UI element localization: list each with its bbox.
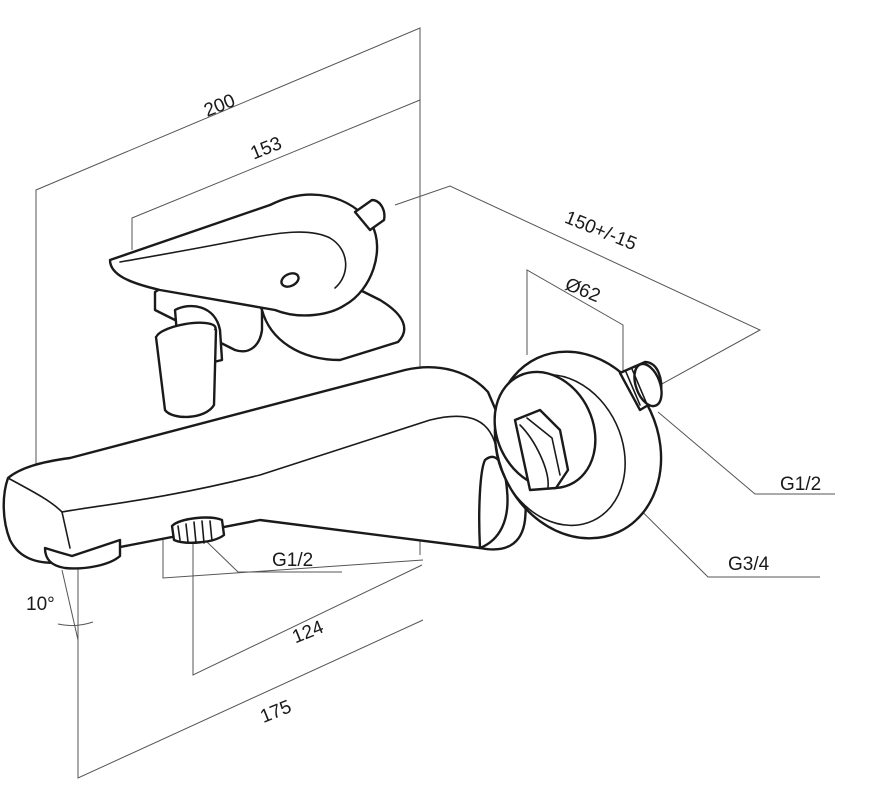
label-shower-outlet: G1/2: [272, 550, 313, 571]
eccentric-nut: [513, 408, 570, 492]
dim-outlet-spacing: 150+/-15: [562, 207, 640, 255]
dim-overall-depth: 200: [201, 90, 238, 121]
dim-spout-to-wall: 175: [257, 696, 294, 727]
label-eccentric-inlet: G3/4: [728, 554, 770, 575]
label-wall-inlet: G1/2: [780, 474, 821, 495]
bottom-outlet: [170, 516, 226, 544]
dim-spout-angle: 10°: [26, 594, 55, 615]
eccentric-thread: [618, 360, 663, 412]
faucet-body: [2, 366, 527, 570]
lever-handle: [108, 193, 406, 362]
dim-lever-length: 153: [248, 133, 285, 164]
dim-spout-to-outlet: 124: [289, 617, 327, 649]
faucet-spout: [2, 366, 527, 564]
diverter-knob: [154, 304, 224, 419]
